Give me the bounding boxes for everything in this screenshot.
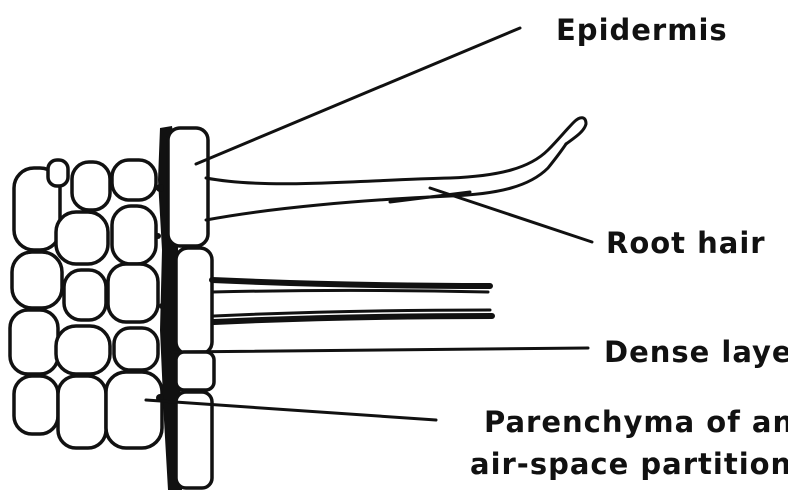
parenchyma-cell	[106, 372, 162, 448]
parenchyma-cell	[64, 270, 106, 320]
dense-layer-fleck	[159, 303, 165, 309]
parenchyma-cell	[56, 212, 108, 264]
short-hair	[212, 280, 490, 286]
dense-layer-fleck	[156, 184, 164, 192]
epidermis-cells	[168, 128, 214, 488]
epidermis-cell	[176, 392, 212, 488]
label-root-hair: Root hair	[606, 226, 766, 260]
parenchyma-cell	[14, 376, 58, 434]
parenchyma-cell	[108, 264, 158, 322]
parenchyma-cell	[12, 252, 62, 308]
label-parenchyma-line1: Parenchyma of an	[484, 405, 788, 439]
root-hair	[206, 118, 586, 220]
leader-dense-layer	[172, 348, 588, 352]
labels: Epidermis Root hair Dense layer Parenchy…	[470, 13, 788, 481]
short-hair	[212, 291, 488, 293]
epidermis-cell	[176, 352, 214, 390]
dense-layer-fleck	[155, 233, 161, 239]
parenchyma-cell	[48, 160, 68, 186]
parenchyma-cell	[112, 160, 156, 200]
parenchyma-cell	[114, 328, 158, 370]
parenchyma-cell	[58, 376, 106, 448]
label-dense-layer: Dense layer	[604, 335, 788, 369]
parenchyma-cell	[10, 310, 58, 374]
parenchyma-cells	[10, 160, 162, 448]
epidermis-cell	[176, 248, 212, 354]
label-parenchyma-line2: air-space partition	[470, 447, 788, 481]
parenchyma-cell	[56, 326, 110, 374]
parenchyma-cell	[112, 206, 156, 264]
parenchyma-cell	[72, 162, 110, 210]
leader-root-hair	[430, 188, 592, 242]
short-hairs	[212, 280, 492, 322]
epidermis-cell	[168, 128, 208, 246]
root-hair-outline-top	[206, 118, 586, 184]
label-epidermis: Epidermis	[556, 13, 728, 47]
leader-epidermis	[196, 28, 520, 164]
short-hair	[214, 316, 492, 322]
